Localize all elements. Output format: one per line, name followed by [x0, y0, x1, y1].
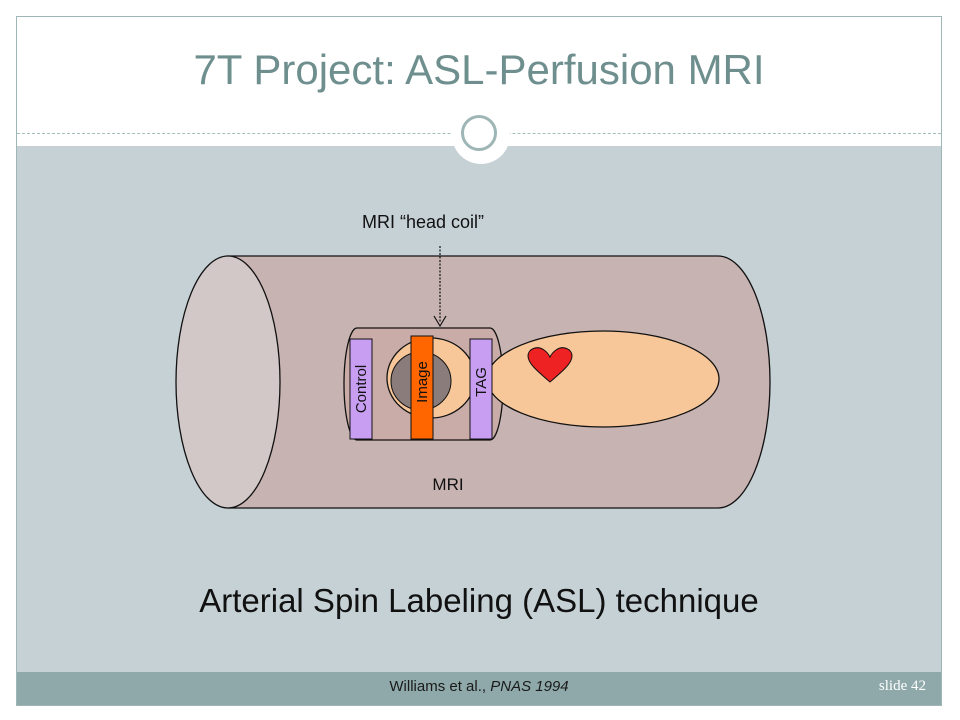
- patient-body: [486, 330, 720, 428]
- citation-journal: PNAS 1994: [490, 678, 569, 695]
- coil-pointer-arrowhead: [433, 315, 447, 328]
- control-slab-label: Control: [353, 365, 370, 413]
- slide-frame: [16, 16, 942, 706]
- footer-bar: [17, 672, 941, 705]
- slide-title: 7T Project: ASL-Perfusion MRI: [193, 46, 765, 93]
- tag-slab: [469, 338, 493, 440]
- tag-slab-label: TAG: [473, 367, 490, 397]
- image-slab-label: Image: [414, 361, 431, 403]
- divider-ring-inner: [461, 115, 497, 151]
- asl-caption: Arterial Spin Labeling (ASL) technique: [199, 582, 759, 619]
- heart-icon: [527, 347, 573, 383]
- citation-authors: Williams et al.,: [389, 678, 491, 695]
- control-slab: [349, 338, 373, 440]
- image-slab: [410, 335, 434, 440]
- citation: Williams et al., PNAS 1994: [17, 678, 941, 695]
- slide-number: slide 42: [878, 678, 926, 694]
- mri-scanner-end: [175, 255, 281, 509]
- head-coil-label: MRI “head coil”: [362, 212, 484, 232]
- scanner-label: MRI: [432, 475, 463, 494]
